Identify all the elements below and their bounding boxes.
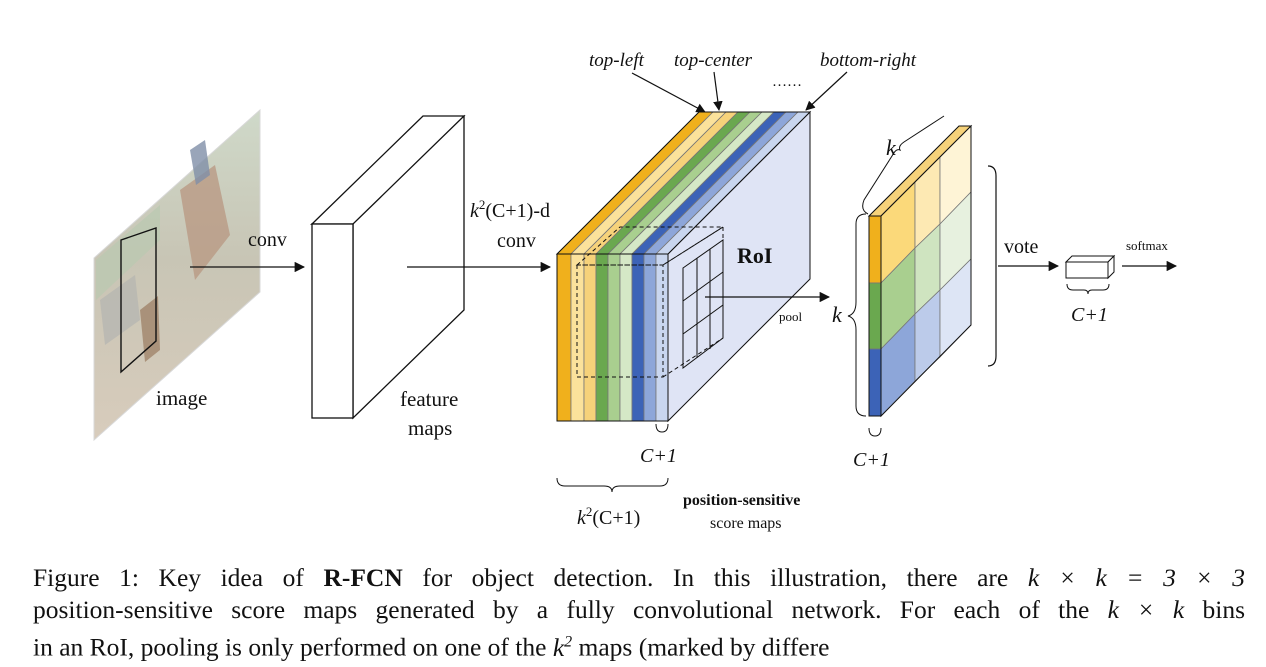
k2c1-brace: [556, 477, 669, 493]
k2c1-d-label: k2(C+1)-d: [470, 197, 550, 222]
bottom-right-pointer: [805, 71, 848, 111]
feature-maps-box: [309, 114, 466, 420]
figure-caption: Figure 1: Key idea of R-FCN for object d…: [33, 562, 1245, 664]
k-depth-label: k: [886, 135, 897, 160]
top-left-label: top-left: [589, 50, 645, 71]
score-map-stack: [555, 110, 812, 423]
dots-label: ……: [772, 74, 802, 90]
top-center-label: top-center: [674, 50, 753, 71]
conv-label: conv: [248, 229, 287, 251]
c1-stack-label: C+1: [640, 445, 677, 467]
c1-grid-label: C+1: [853, 449, 890, 471]
k2c1-conv-label: conv: [497, 230, 536, 252]
caption-bold-rfcn: R-FCN: [323, 563, 403, 592]
caption-line-2: position-sensitive score maps generated …: [33, 595, 1245, 624]
feature-maps-label-1: feature: [400, 387, 458, 411]
pool-label: pool: [779, 309, 803, 324]
caption-math-1: k × k = 3 × 3: [1027, 563, 1245, 592]
roi-grid: [682, 239, 724, 369]
rfcn-figure: conv image feature maps k2(C+1)-d conv: [93, 50, 1178, 532]
class-score-vector: [1064, 254, 1116, 280]
pooled-grid: [867, 124, 973, 418]
c1-brace: [655, 423, 669, 433]
image-label: image: [156, 386, 207, 410]
input-image: [93, 108, 261, 442]
softmax-label: softmax: [1126, 238, 1168, 253]
k-depth-brace: [862, 115, 945, 215]
roi-label: RoI: [737, 243, 772, 268]
vote-brace: [987, 165, 997, 367]
vote-label: vote: [1004, 236, 1039, 258]
bottom-right-label: bottom-right: [820, 50, 917, 71]
top-left-pointer: [631, 72, 706, 113]
caption-line-3: in an RoI, pooling is only performed on …: [33, 632, 830, 662]
k-side-brace: [847, 213, 867, 417]
c1-vote-label: C+1: [1071, 304, 1108, 326]
score-maps-label: score maps: [710, 515, 782, 532]
k2c1-bottom-label: k2(C+1): [577, 504, 640, 529]
k-side-label: k: [832, 302, 843, 327]
caption-math-3: k2: [552, 632, 573, 662]
caption-math-2: k × k: [1107, 595, 1185, 624]
feature-maps-label-2: maps: [408, 416, 452, 440]
caption-line-1: Figure 1: Key idea of R-FCN for object d…: [33, 563, 1245, 592]
c1-vote-brace: [1066, 283, 1110, 295]
top-center-pointer: [713, 71, 723, 111]
position-sensitive-label: position-sensitive: [683, 492, 800, 509]
c1-grid-brace: [868, 427, 882, 437]
